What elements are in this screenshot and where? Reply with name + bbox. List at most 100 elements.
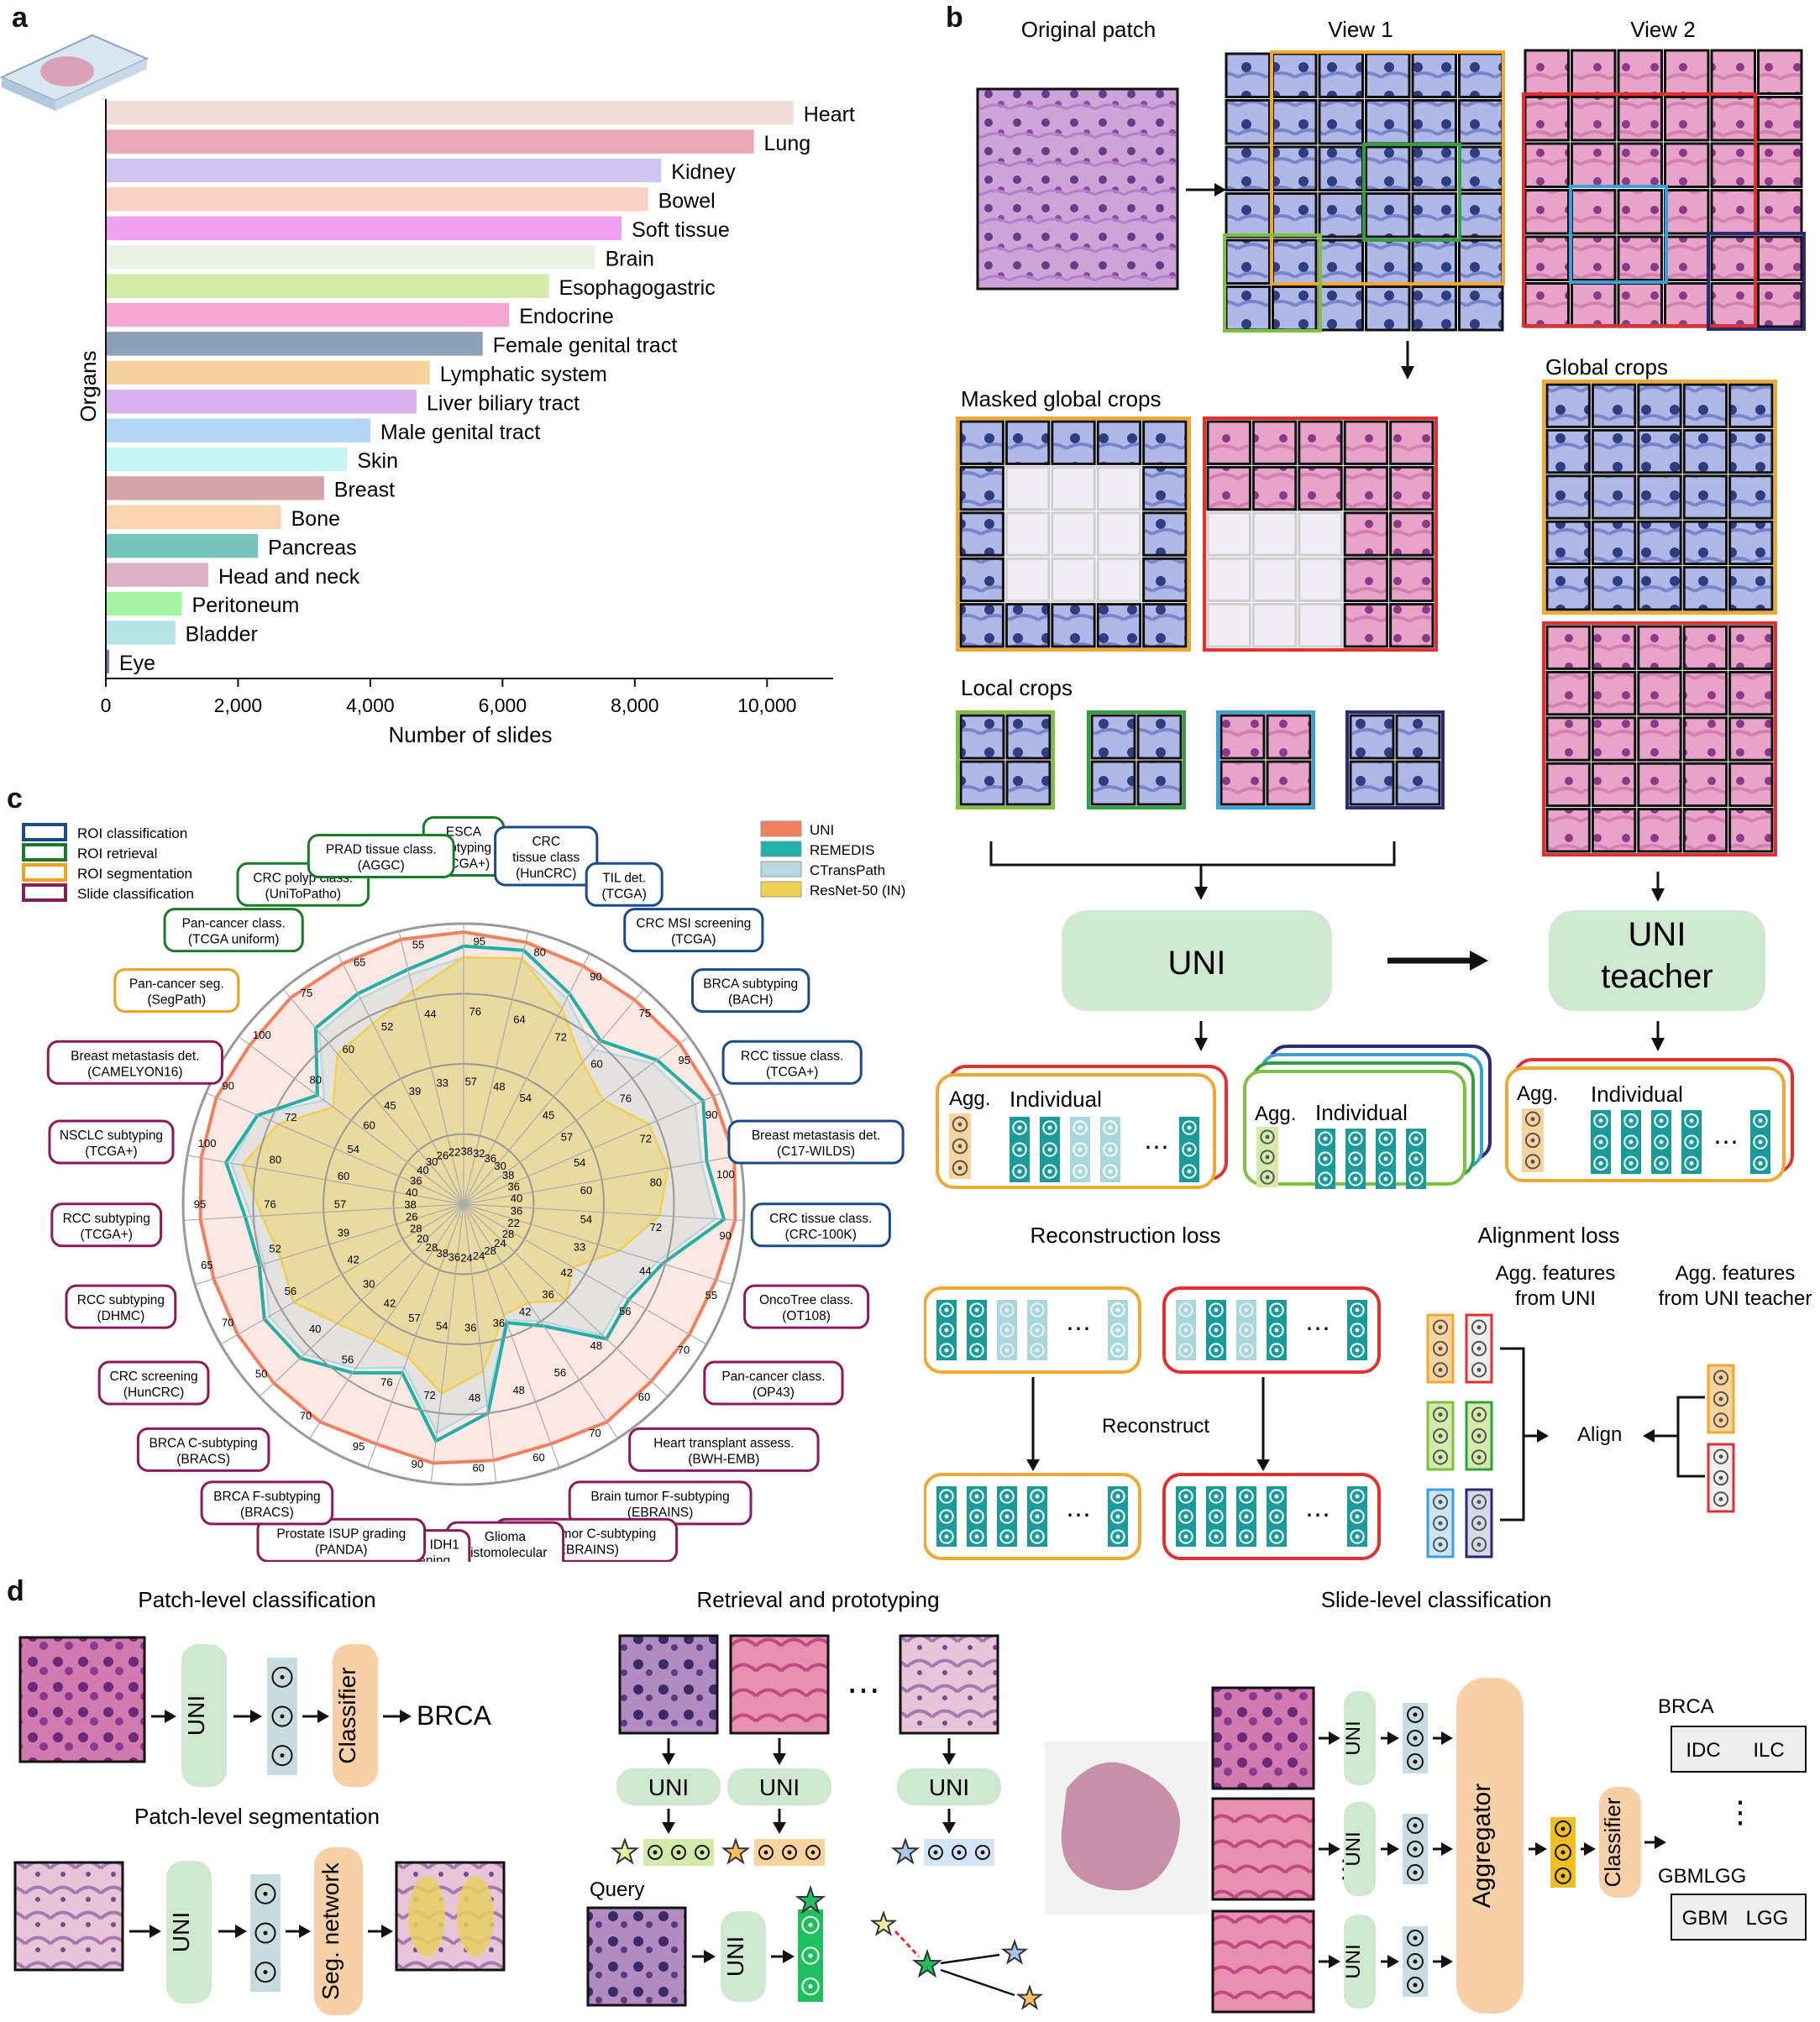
bar-label: Bowel bbox=[658, 190, 716, 213]
panel-letter-b: b bbox=[946, 2, 963, 34]
radar-task-label: CRC screening bbox=[110, 1370, 198, 1384]
radar-tick-label: 36 bbox=[485, 1152, 496, 1165]
radar-tick-label: 90 bbox=[590, 970, 601, 982]
bar-soft-tissue bbox=[106, 216, 622, 240]
bar-label: Peritoneum bbox=[192, 594, 300, 617]
radar-task-label: CRC tissue class. bbox=[769, 1212, 872, 1226]
x-tick-label: 4,000 bbox=[346, 694, 395, 716]
agg-teacher-label-1: Agg. features bbox=[1676, 1262, 1796, 1285]
x-axis-label: Number of slides bbox=[388, 722, 552, 747]
bar-male-genital-tract bbox=[106, 418, 370, 443]
radar-tick-label: 90 bbox=[705, 1108, 717, 1121]
radar-task-box bbox=[97, 1360, 210, 1406]
svg-text:Agg.: Agg. bbox=[1255, 1103, 1296, 1125]
radar-task-label: (CRC-100K) bbox=[785, 1228, 857, 1242]
svg-text:Agg.: Agg. bbox=[949, 1087, 990, 1110]
retrieval-title: Retrieval and prototyping bbox=[696, 1587, 939, 1612]
radar-series-remedis bbox=[223, 944, 726, 1443]
radar-tick-label: 57 bbox=[465, 1075, 477, 1087]
radar-task-label: (BRACS) bbox=[240, 1506, 294, 1520]
bar-label: Lung bbox=[764, 132, 811, 155]
bar-label: Bladder bbox=[186, 623, 258, 647]
radar-tick-label: 20 bbox=[417, 1233, 428, 1245]
brca-group-label: BRCA bbox=[1658, 1695, 1714, 1718]
bar-label: Female genital tract bbox=[493, 334, 678, 358]
radar-tick-label: 36 bbox=[511, 1204, 522, 1217]
query-label: Query bbox=[590, 1878, 644, 1901]
radar-tick-label: 70 bbox=[678, 1344, 690, 1356]
radar-tick-label: 24 bbox=[494, 1237, 506, 1249]
idc-label: IDC bbox=[1686, 1739, 1720, 1762]
radar-tick-label: 76 bbox=[620, 1092, 632, 1105]
radar-tick-label: 42 bbox=[560, 1266, 572, 1279]
radar-tick-label: 33 bbox=[574, 1241, 585, 1254]
radar-task-label: Brain tumor F-subtyping bbox=[590, 1490, 729, 1504]
radar-tick-label: 65 bbox=[354, 956, 365, 968]
radar-tick-label: 60 bbox=[638, 1391, 650, 1403]
radar-task-box bbox=[65, 1284, 177, 1329]
bar-label: Brain bbox=[606, 247, 654, 270]
legend-task-swatch bbox=[22, 863, 67, 882]
radar-task-label: (OP43) bbox=[753, 1386, 795, 1400]
x-tick-label: 10,000 bbox=[737, 694, 796, 716]
radar-tick-label: 72 bbox=[423, 1389, 435, 1401]
uni-teacher-label-1: UNI bbox=[1629, 916, 1686, 953]
svg-text:⋯: ⋯ bbox=[1305, 1315, 1330, 1343]
retrieval-uni: UNI bbox=[648, 1774, 689, 1800]
radar-tick-label: 28 bbox=[410, 1222, 422, 1234]
radar-tick-label: 95 bbox=[474, 935, 485, 948]
radar-tick-label: 28 bbox=[502, 1228, 514, 1240]
radar-series-ctranspath bbox=[230, 956, 717, 1434]
radar-tick-label: 36 bbox=[542, 1288, 553, 1301]
slide-classifier-label: Classifier bbox=[1600, 1797, 1625, 1887]
radar-task-label: (HunCRC) bbox=[123, 1386, 184, 1400]
uni-model-label: UNI bbox=[1168, 945, 1226, 982]
radar-task-label: Pan-cancer class. bbox=[182, 917, 286, 931]
bar-esophagogastric bbox=[106, 274, 549, 298]
radar-tick-label: 40 bbox=[406, 1186, 417, 1198]
radar-task-label: (BACH) bbox=[728, 993, 773, 1008]
bar-female-genital-tract bbox=[106, 332, 483, 356]
radar-tick-label: 36 bbox=[493, 1317, 505, 1329]
radar-tick-label: 36 bbox=[410, 1174, 422, 1186]
radar-tick-label: 75 bbox=[639, 1007, 651, 1019]
radar-tick-label: 32 bbox=[473, 1147, 485, 1160]
radar-task-label: TIL det. bbox=[602, 871, 646, 885]
ilc-label: ILC bbox=[1753, 1739, 1784, 1762]
radar-task-label: (TCGA) bbox=[671, 933, 716, 947]
uni-model-box bbox=[1062, 910, 1332, 1011]
legend-model-label: UNI bbox=[810, 822, 834, 838]
radar-task-box bbox=[721, 1040, 863, 1085]
radar-tick-label: 22 bbox=[448, 1145, 460, 1158]
radar-task-label: (TCGA uniform) bbox=[188, 933, 280, 947]
radar-tick-label: 38 bbox=[404, 1198, 416, 1211]
y-axis-label: Organs bbox=[76, 350, 101, 422]
slide-uni: UNI bbox=[1342, 1721, 1365, 1755]
radar-tick-label: 54 bbox=[580, 1213, 592, 1225]
radar-tick-label: 39 bbox=[409, 1085, 421, 1097]
patch-cls-uni: UNI bbox=[183, 1695, 209, 1736]
uni-teacher-label-2: teacher bbox=[1601, 958, 1712, 995]
radar-task-box bbox=[256, 1517, 427, 1562]
radar-task-label: Breast metastasis det. bbox=[752, 1129, 880, 1143]
legend-model-label: CTransPath bbox=[810, 862, 885, 878]
radar-task-label: NSCLC subtyping bbox=[60, 1129, 163, 1143]
legend-model-swatch bbox=[760, 861, 802, 877]
radar-task-label: BRCA subtyping bbox=[703, 977, 798, 992]
radar-task-label: (EBRAINS) bbox=[627, 1506, 693, 1520]
radar-tick-label: 40 bbox=[309, 1323, 321, 1335]
bar-eye bbox=[106, 649, 109, 673]
radar-task-label: OncoTree class. bbox=[759, 1293, 853, 1307]
radar-tick-label: 50 bbox=[255, 1367, 267, 1380]
original-patch-image bbox=[976, 87, 1179, 291]
reconstruct-label: Reconstruct bbox=[1102, 1415, 1209, 1438]
radar-tick-label: 72 bbox=[650, 1221, 662, 1234]
view1-label: View 1 bbox=[1328, 17, 1393, 42]
radar-tick-label: 60 bbox=[472, 1461, 484, 1474]
radar-task-box bbox=[50, 1202, 163, 1248]
gbm-label: GBM bbox=[1682, 1907, 1728, 1930]
legend-task-label: ROI segmentation bbox=[77, 866, 192, 882]
x-tick-label: 8,000 bbox=[611, 694, 659, 716]
radar-tick-label: 30 bbox=[494, 1160, 506, 1172]
brca-output: BRCA bbox=[417, 1700, 492, 1731]
